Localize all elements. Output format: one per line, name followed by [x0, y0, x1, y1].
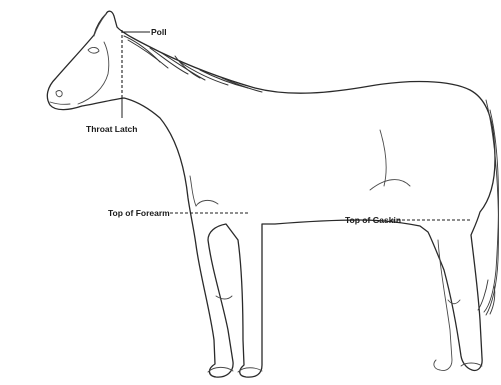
flank-line — [380, 130, 386, 186]
top-of-gaskin-label: Top of Gaskin — [345, 215, 401, 225]
chest-fold — [190, 176, 196, 206]
horse-body-outline — [47, 11, 495, 377]
throat-latch-label: Throat Latch — [86, 124, 137, 134]
horse-details — [50, 14, 482, 372]
hind-hock — [448, 300, 460, 304]
labels: Poll Throat Latch Top of Forearm Top of … — [86, 27, 401, 225]
front-hoof-near — [208, 367, 233, 372]
nostril — [56, 91, 62, 97]
elbow-fold — [196, 200, 218, 206]
ear — [94, 14, 106, 36]
front-knee — [216, 296, 232, 299]
eye — [88, 47, 99, 53]
stifle-fold — [370, 180, 410, 190]
top-of-forearm-label: Top of Forearm — [108, 208, 170, 218]
horse-outline — [47, 11, 495, 377]
far-hind-leg — [434, 240, 452, 371]
poll-label: Poll — [151, 27, 167, 37]
jaw-line — [78, 42, 109, 104]
mouth — [50, 102, 70, 104]
tail — [478, 100, 499, 315]
